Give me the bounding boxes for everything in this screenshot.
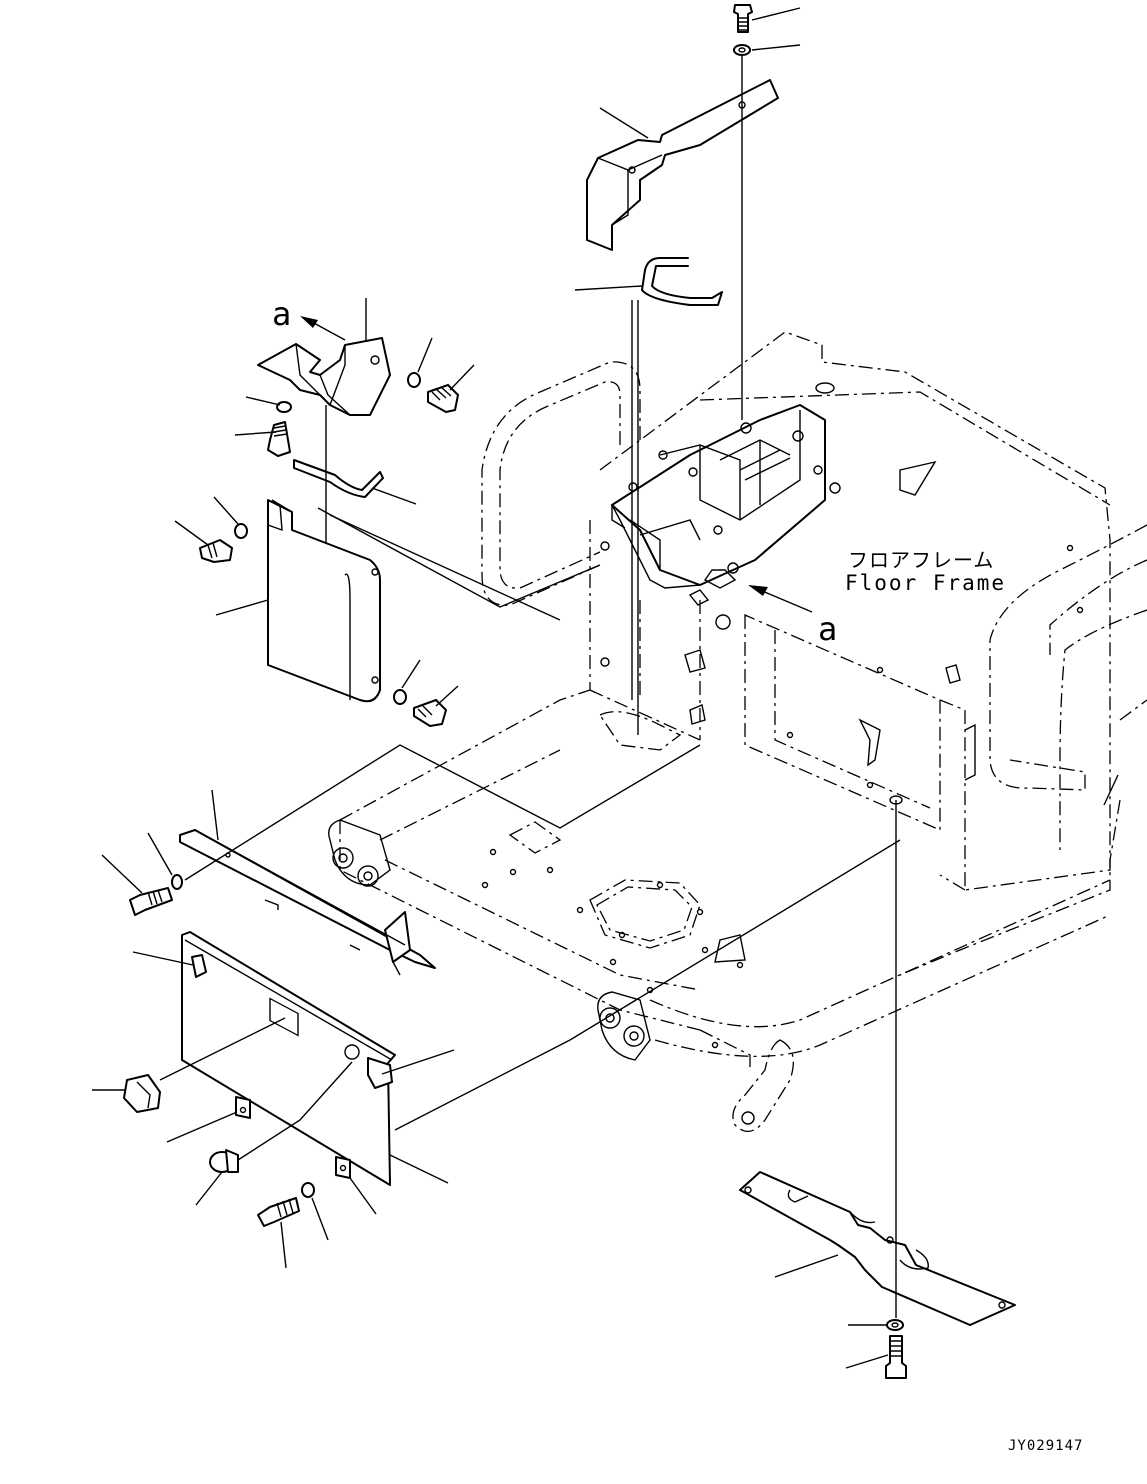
tall-cover-bolt-left — [199, 539, 233, 563]
upper-bracket-bolt — [427, 384, 459, 413]
floor-holes — [481, 544, 1084, 1049]
angle-bracket-bolt — [129, 887, 173, 916]
stopper — [123, 1074, 161, 1113]
knob — [209, 1149, 239, 1173]
console-bracket — [611, 404, 841, 589]
wire-clip-top — [641, 257, 723, 306]
tall-cover-bolt-right — [413, 699, 447, 727]
leader-lines — [92, 7, 1119, 1369]
left-rail — [481, 361, 641, 606]
drawing-code: JY029147 — [1008, 1438, 1083, 1454]
bottom-bolt — [885, 1335, 907, 1379]
top-bolt — [733, 4, 753, 56]
upper-left-bracket — [257, 337, 391, 416]
view-marker-frame: a — [818, 610, 837, 648]
upper-left-bolt — [267, 421, 291, 457]
bottom-plate — [739, 1171, 1016, 1326]
tall-cover — [267, 499, 381, 703]
floor-frame-label-en: Floor Frame — [845, 571, 1006, 595]
front-pivot-center — [597, 991, 651, 1061]
front-pivot-left — [328, 819, 391, 887]
floor-plate — [339, 689, 701, 1031]
floor-frame-label-jp: フロアフレーム — [848, 548, 994, 572]
view-marker-top: a — [272, 295, 291, 333]
wire-clip-middle — [293, 459, 384, 498]
latch — [367, 1057, 393, 1089]
lower-lever — [732, 1039, 794, 1132]
top-cover-bracket — [586, 79, 779, 251]
right-rail — [989, 524, 1147, 791]
lower-bolt — [257, 1197, 300, 1227]
angle-bracket — [179, 829, 436, 976]
floor-frame — [328, 331, 1147, 1132]
lower-cover-plate — [181, 931, 396, 1186]
